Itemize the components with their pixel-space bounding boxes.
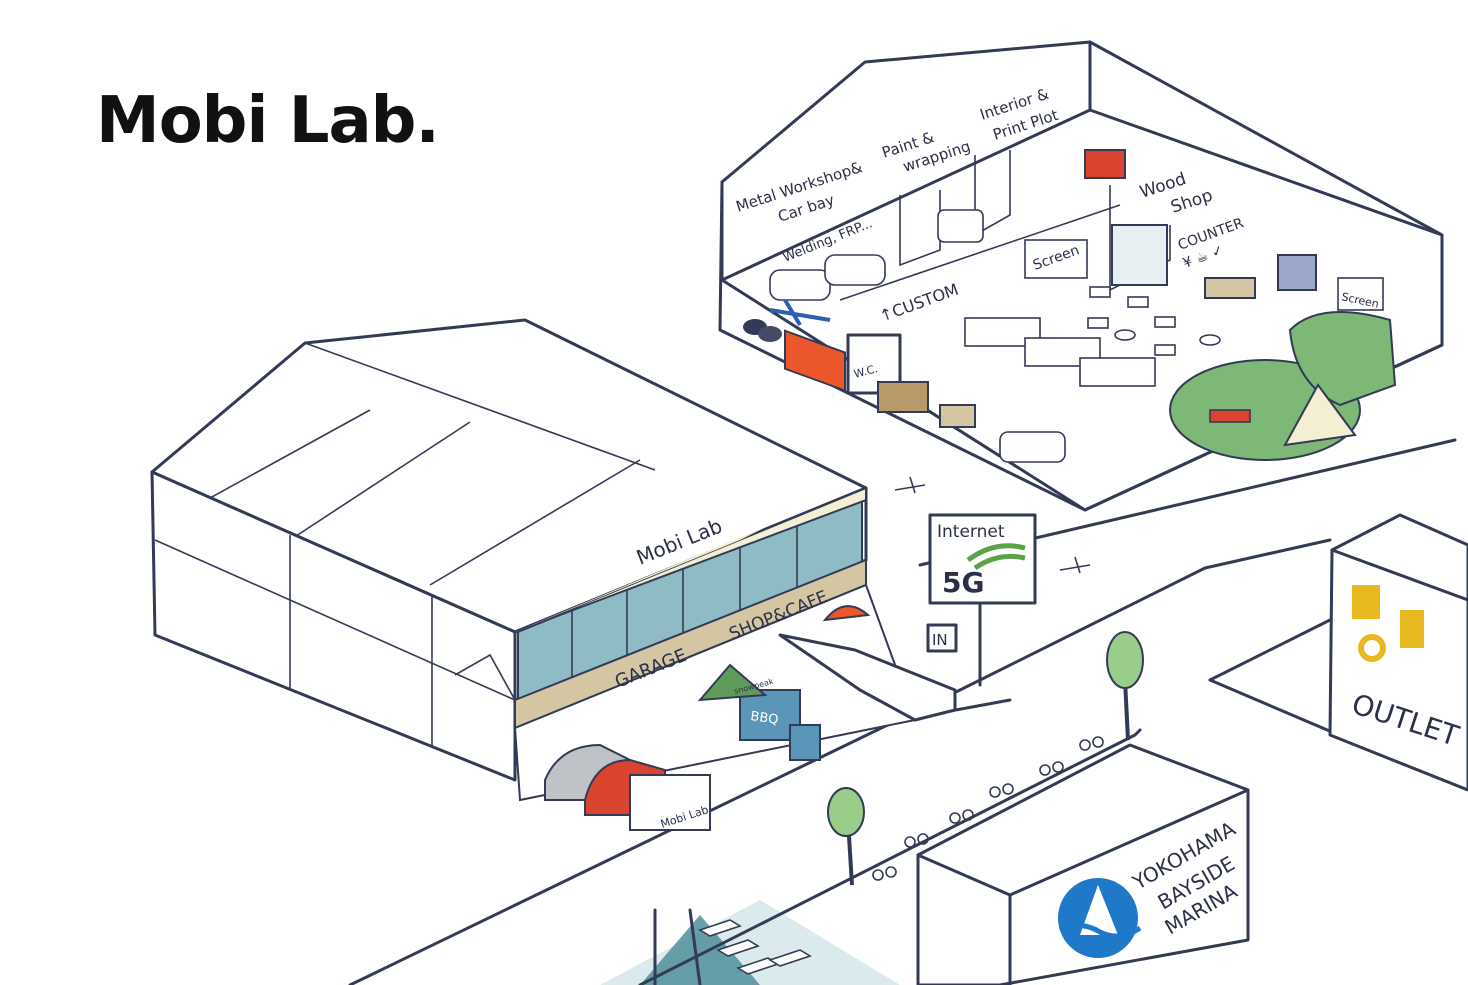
marina-building — [916, 743, 1250, 985]
label-wc: W.C. — [852, 362, 879, 381]
billboard-internet: Internet — [937, 522, 1005, 542]
screen-board — [1024, 239, 1088, 279]
moored-boats — [698, 919, 812, 975]
counter-shelf — [1277, 254, 1317, 291]
entry-sign-label: IN — [932, 631, 948, 649]
tree-1 — [1106, 631, 1144, 741]
orange-tool-cabinet — [784, 329, 846, 392]
lawn-area-2 — [1288, 311, 1397, 407]
marina-logo-waves — [1058, 923, 1142, 939]
parasol — [822, 605, 871, 622]
bbq-label: BBQ — [749, 709, 779, 728]
storage-crates — [877, 381, 976, 428]
entry-sign — [926, 623, 958, 653]
cafe-annex — [778, 633, 957, 722]
red-machine — [1084, 149, 1126, 179]
cafe-tables — [1087, 286, 1251, 423]
billboard-5g-badge: 5G — [942, 566, 984, 599]
workshop-building — [718, 40, 1444, 512]
tire-stack — [743, 319, 782, 342]
page-title: Mobi Lab. — [96, 84, 440, 158]
harbor-water — [640, 915, 760, 985]
glass-mullions — [571, 518, 798, 678]
marina-logo-sail — [1080, 885, 1118, 935]
white-trailer — [629, 774, 711, 831]
bicycle-row — [872, 736, 1104, 881]
outlet-logo-m — [1352, 585, 1380, 619]
counter-desk — [1204, 277, 1256, 299]
garage-tent — [697, 663, 768, 702]
outlet-logo-p — [1400, 610, 1424, 648]
garage-building — [150, 318, 957, 831]
woodshop-glass — [1111, 224, 1168, 286]
billboard — [928, 513, 1037, 687]
outlet-building — [1328, 513, 1468, 792]
5g-signal-icon — [966, 543, 1026, 571]
drone-icons — [894, 476, 1091, 574]
tent-shape — [1283, 383, 1357, 447]
garage-sign-panel — [515, 525, 770, 632]
outlet-logo-o — [1358, 634, 1386, 662]
tree-2 — [827, 787, 865, 886]
vehicle-row — [964, 317, 1156, 387]
bbq-truck-cab — [789, 724, 821, 761]
camper-vans — [769, 209, 1066, 463]
screen-board-small — [1337, 277, 1384, 311]
blue-lift — [769, 298, 831, 327]
